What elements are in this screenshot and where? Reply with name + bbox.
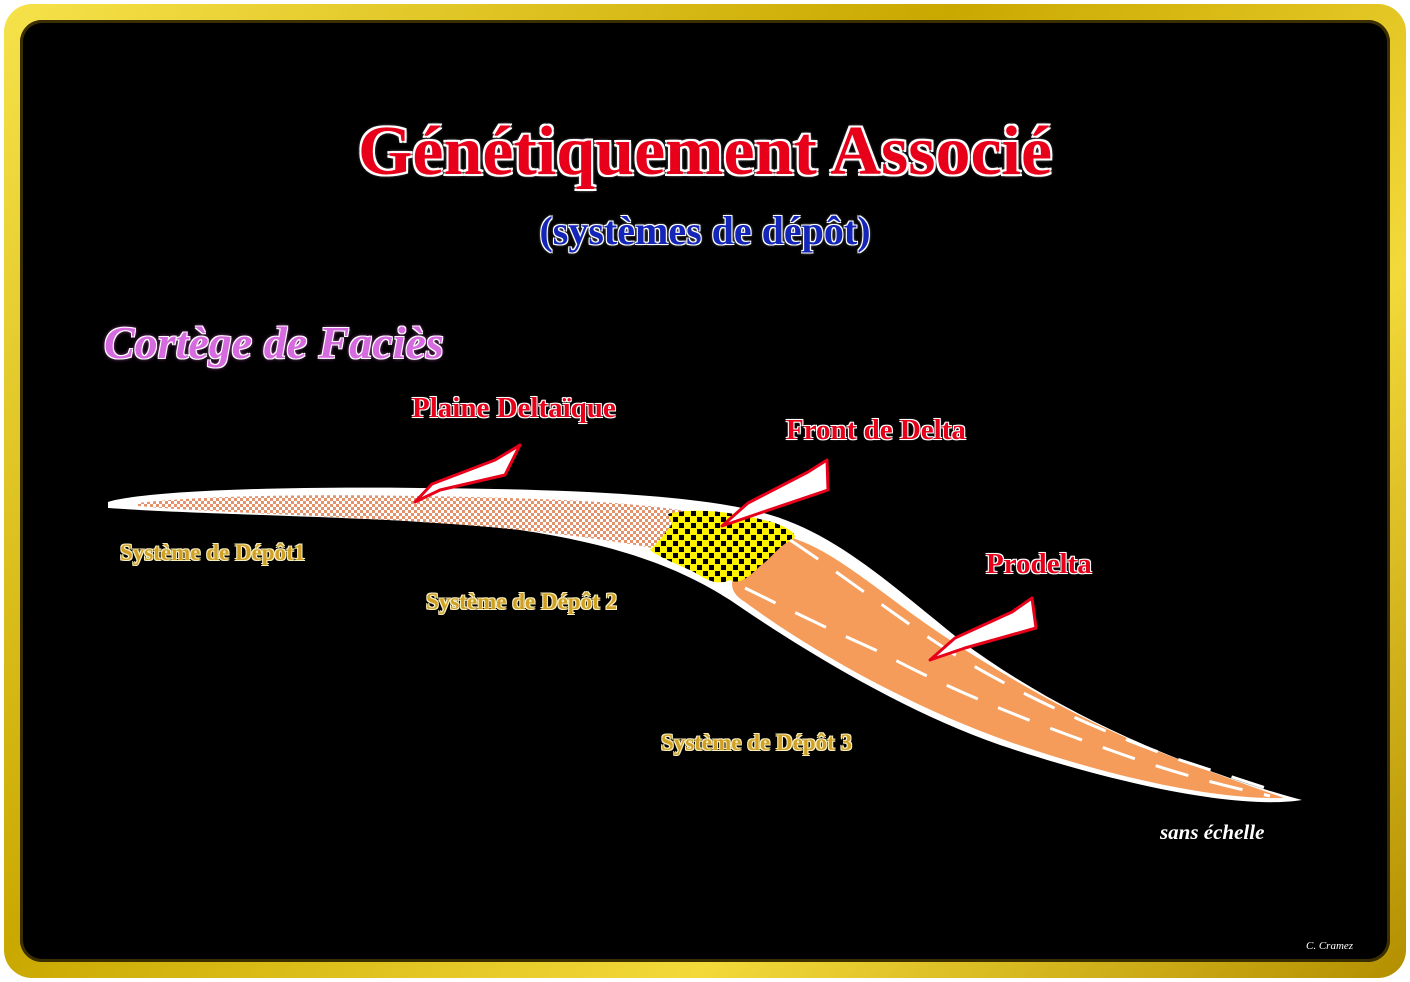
label-systeme-depot-1: Système de Dépôt1 bbox=[120, 540, 306, 565]
label-plaine-deltaique: Plaine Deltaïque bbox=[412, 392, 616, 424]
prodelta-body bbox=[732, 534, 1284, 799]
arrow-front-de-delta bbox=[720, 458, 830, 528]
label-systeme-depot-3: Système de Dépôt 3 bbox=[661, 730, 852, 755]
author-credit: C. Cramez bbox=[1306, 940, 1354, 952]
prodelta-bedding-lines bbox=[744, 538, 1279, 798]
plaine-deltaique-body bbox=[138, 495, 690, 548]
label-front-de-delta: Front de Delta bbox=[786, 414, 966, 446]
scale-note: sans échelle bbox=[1160, 820, 1265, 844]
section-title: Cortège de Faciès bbox=[104, 317, 444, 368]
arrow-prodelta bbox=[928, 596, 1038, 662]
label-systeme-depot-2: Système de Dépôt 2 bbox=[426, 589, 617, 614]
page-title: Génétiquement Associé bbox=[357, 113, 1053, 190]
label-prodelta: Prodelta bbox=[986, 548, 1092, 580]
arrow-plaine-deltaique bbox=[413, 443, 522, 504]
page-subtitle: (systèmes de dépôt) bbox=[539, 208, 871, 253]
front-de-delta-body bbox=[650, 510, 795, 583]
